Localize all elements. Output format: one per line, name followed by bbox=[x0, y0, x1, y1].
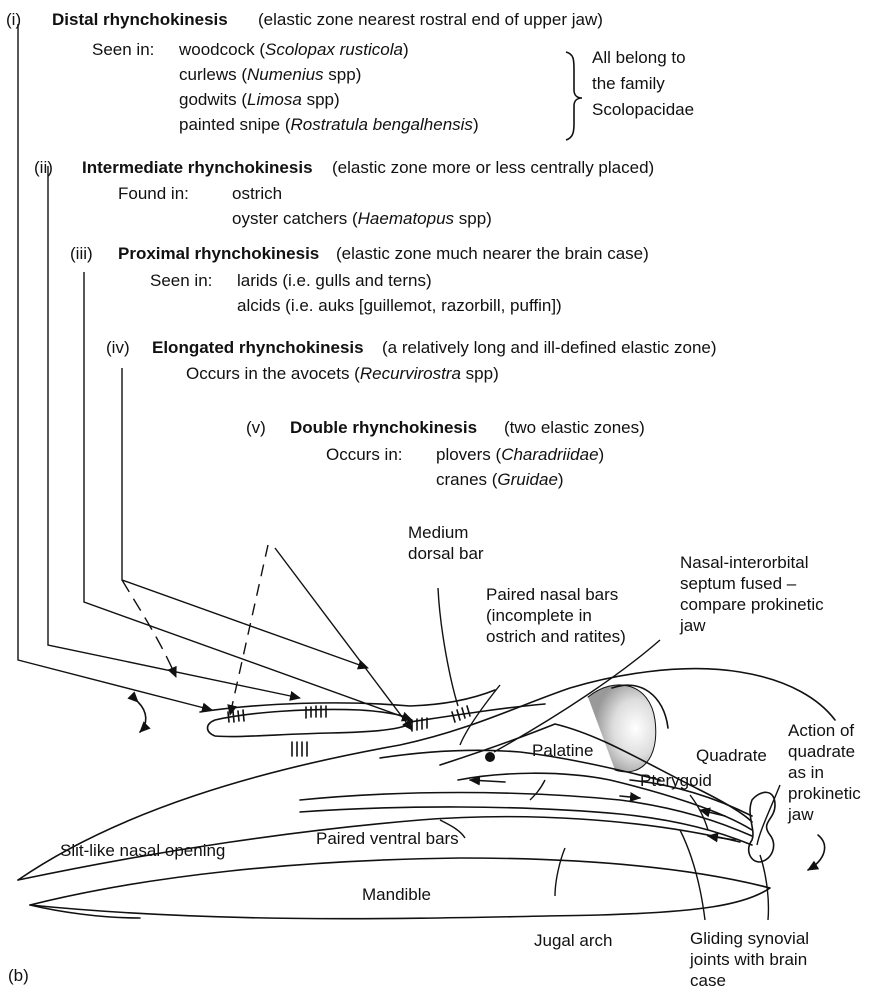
elastic-zone-5 bbox=[451, 705, 471, 723]
type-iii-prefix: Seen in: bbox=[150, 271, 213, 290]
type-iii-number: (iii) bbox=[70, 244, 93, 263]
type-i-number: (i) bbox=[6, 10, 22, 29]
family-note-2: the family bbox=[592, 74, 665, 93]
dorsal-bar bbox=[199, 689, 496, 713]
family-note-3: Scolopacidae bbox=[592, 100, 695, 119]
type-iii-name: Proximal rhynchokinesis bbox=[118, 244, 320, 263]
type-ii-prefix: Found in: bbox=[118, 184, 189, 203]
pointer-iii bbox=[83, 272, 413, 722]
type-iv-number: (iv) bbox=[106, 338, 130, 357]
example-item: painted snipe (Rostratula bengalhensis) bbox=[179, 115, 479, 134]
panel-label: (b) bbox=[8, 966, 29, 985]
elastic-zone-1 bbox=[227, 709, 245, 723]
type-i-desc: (elastic zone nearest rostral end of upp… bbox=[258, 10, 603, 29]
family-note-1: All belong to bbox=[592, 48, 686, 67]
pointer-v-b bbox=[274, 547, 413, 731]
pterygoid-bar bbox=[629, 779, 753, 817]
elastic-zone-2 bbox=[305, 705, 327, 719]
example-item: curlews (Numenius spp) bbox=[179, 65, 362, 84]
type-v-name: Double rhynchokinesis bbox=[290, 418, 478, 437]
label-paired-ventral-bars: Paired ventral bars bbox=[316, 829, 459, 848]
type-iii-desc: (elastic zone much nearer the brain case… bbox=[336, 244, 649, 263]
type-iv-example: Occurs in the avocets (Recurvirostra spp… bbox=[186, 364, 499, 383]
pointer-ii bbox=[47, 166, 301, 701]
label-pterygoid: Pterygoid bbox=[640, 771, 712, 790]
upper-jaw-outline bbox=[17, 667, 836, 881]
type-i-prefix: Seen in: bbox=[92, 40, 155, 59]
septum-dot bbox=[485, 752, 495, 762]
type-v-prefix: Occurs in: bbox=[326, 445, 403, 464]
example-item: alcids (i.e. auks [guillemot, razorbill,… bbox=[237, 296, 562, 315]
example-item: woodcock (Scolopax rusticola) bbox=[179, 40, 409, 59]
example-item: oyster catchers (Haematopus spp) bbox=[232, 209, 492, 228]
example-item: larids (i.e. gulls and terns) bbox=[237, 271, 432, 290]
brain-case bbox=[587, 684, 657, 773]
elastic-zone-4 bbox=[291, 741, 308, 757]
example-item: cranes (Gruidae) bbox=[436, 470, 564, 489]
pointer-v-a bbox=[227, 544, 269, 716]
label-slit-nasal-opening: Slit-like nasal opening bbox=[60, 841, 226, 860]
ventral-bars bbox=[299, 791, 753, 837]
example-item: plovers (Charadriidae) bbox=[436, 445, 605, 464]
type-ii-desc: (elastic zone more or less centrally pla… bbox=[332, 158, 655, 177]
type-iv-name: Elongated rhynchokinesis bbox=[152, 338, 364, 357]
type-i-name: Distal rhynchokinesis bbox=[52, 10, 228, 29]
nasal-opening bbox=[206, 708, 413, 738]
label-quadrate: Quadrate bbox=[696, 746, 767, 765]
type-ii-number: (ii) bbox=[34, 158, 53, 177]
example-item: ostrich bbox=[232, 184, 283, 203]
type-v-number: (v) bbox=[246, 418, 266, 437]
type-ii-name: Intermediate rhynchokinesis bbox=[82, 158, 313, 177]
upper-jaw-lower-edge bbox=[17, 815, 741, 881]
family-brace bbox=[565, 51, 583, 141]
type-v-desc: (two elastic zones) bbox=[504, 418, 645, 437]
label-jugal-arch: Jugal arch bbox=[534, 931, 613, 950]
example-item: godwits (Limosa spp) bbox=[179, 90, 340, 109]
pointer-i bbox=[17, 24, 213, 713]
mandible-outline bbox=[29, 857, 771, 920]
type-iv-desc: (a relatively long and ill-defined elast… bbox=[382, 338, 717, 357]
label-palatine: Palatine bbox=[532, 741, 594, 760]
quadrate-bone bbox=[748, 791, 776, 863]
label-mandible: Mandible bbox=[362, 885, 431, 904]
